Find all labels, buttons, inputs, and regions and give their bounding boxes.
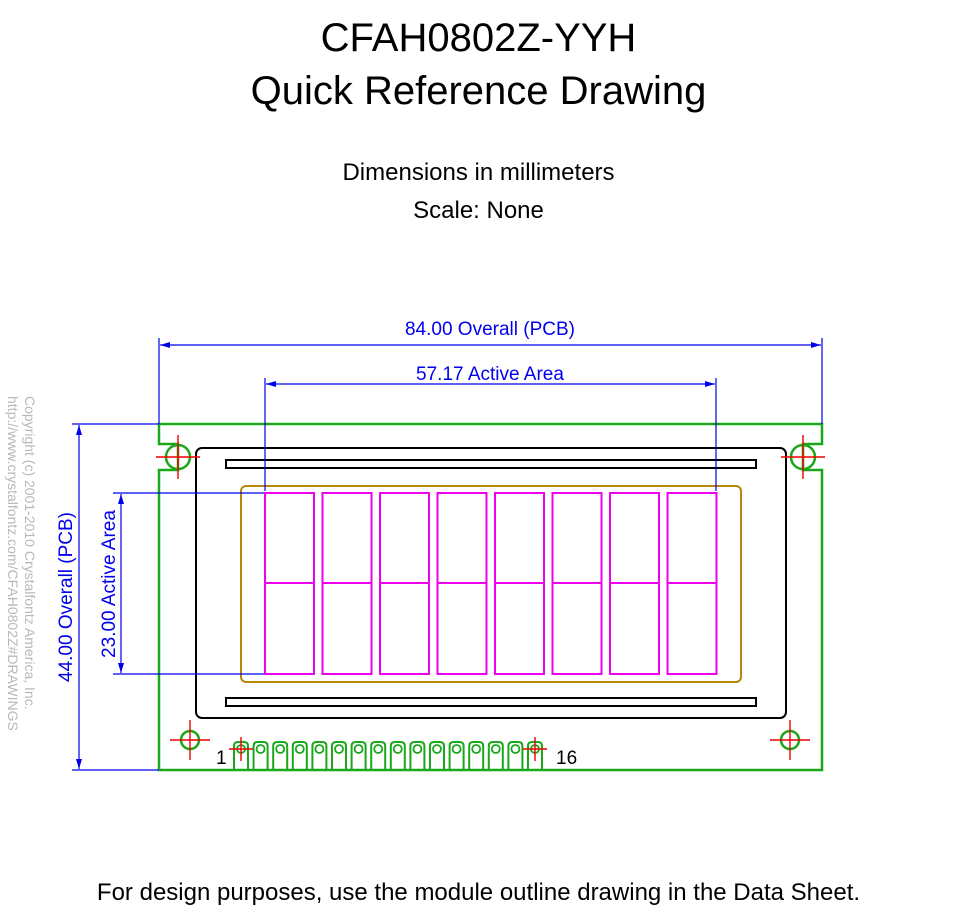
design-note: For design purposes, use the module outl… xyxy=(96,879,861,906)
connector-pin-pad xyxy=(429,741,445,770)
connector-pin-pad xyxy=(272,741,289,770)
connector-pin-pad xyxy=(291,741,308,770)
connector-pin-hole xyxy=(294,744,305,754)
connector-pin-pad xyxy=(507,741,524,770)
viewing-area xyxy=(240,485,742,683)
connector-pin-hole xyxy=(255,744,266,754)
connector-pin-hole xyxy=(373,744,384,754)
overall-width-label: 84.00 Overall (PCB) xyxy=(405,319,575,340)
connector-pin-hole xyxy=(334,744,344,754)
lcd-bezel xyxy=(195,447,787,719)
connector-pin-hole xyxy=(392,744,403,754)
connector-pin-hole xyxy=(510,744,521,754)
connector-pins xyxy=(233,741,543,770)
overall-height-label: 44.00 Overall (PCB) xyxy=(56,512,77,682)
pin-1-label: 1 xyxy=(216,748,227,769)
connector-pin-pad xyxy=(350,741,367,770)
connector-pin-pad xyxy=(311,741,328,770)
scale-note: Scale: None xyxy=(413,197,544,224)
connector-pin-hole xyxy=(275,744,286,754)
active-height-label: 23.00 Active Area xyxy=(99,510,120,658)
connector-pin-pad xyxy=(331,741,347,770)
connector-pin-pad xyxy=(468,741,485,770)
drawing-subtitle: Quick Reference Drawing xyxy=(250,69,707,113)
connector-pin-pad xyxy=(448,741,465,770)
connector-pin-pad xyxy=(487,741,504,770)
pin-16-label: 16 xyxy=(556,748,577,769)
units-note: Dimensions in millimeters xyxy=(342,159,615,186)
connector-pin-hole xyxy=(412,744,423,754)
connector-pin-hole xyxy=(490,744,501,754)
top-light-strip xyxy=(225,459,757,469)
connector-pin-hole xyxy=(353,744,364,754)
connector-pin-pad xyxy=(370,741,387,770)
connector-pin-pad xyxy=(389,741,406,770)
connector-pin-pad xyxy=(252,741,269,770)
active-width-label: 57.17 Active Area xyxy=(416,364,564,385)
connector-pin-hole xyxy=(471,744,482,754)
connector-pin-hole xyxy=(451,744,462,754)
character-cells xyxy=(264,492,718,675)
connector-pin-pad xyxy=(409,741,426,770)
center-markers xyxy=(156,435,825,761)
connector-pin-hole xyxy=(314,744,325,754)
drawing-title: CFAH0802Z-YYH xyxy=(320,16,637,60)
connector-pin-hole xyxy=(432,744,442,754)
bottom-light-strip xyxy=(225,697,757,707)
